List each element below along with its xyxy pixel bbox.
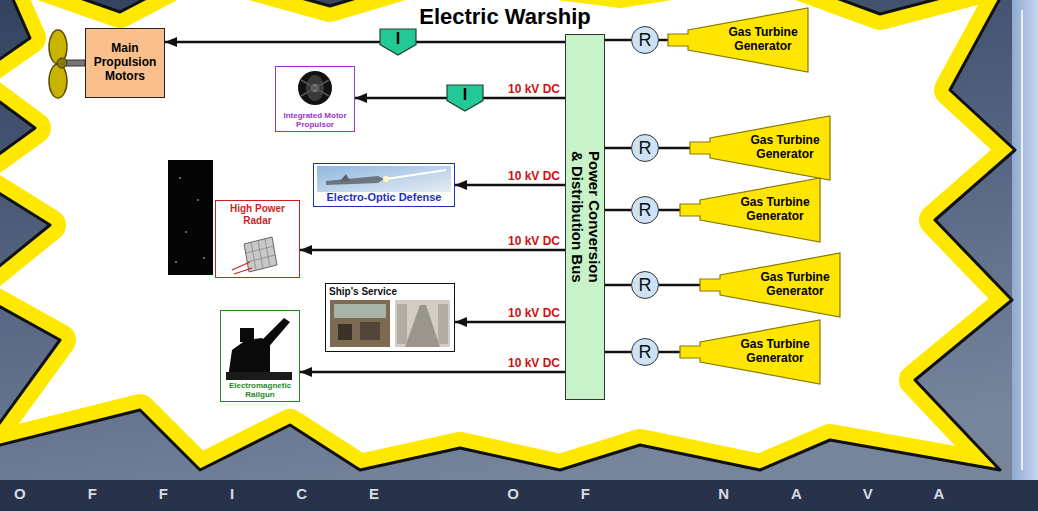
shape-outline (700, 253, 840, 317)
rectifier-symbol: R (631, 338, 659, 366)
node-text: R (639, 343, 652, 361)
ship-service-picture (325, 283, 455, 352)
diagram-title: Electric Warship (405, 4, 605, 30)
watermark-text: OFFICE OF NAVA (14, 485, 1006, 503)
node-text: I (447, 85, 483, 106)
power-line (455, 321, 565, 324)
power-line (659, 39, 668, 42)
ship-service-panel: Ship's Service (325, 283, 455, 352)
node-text: Gas Turbine Generator (732, 320, 818, 384)
node-text: Integrated Motor Propulsor (279, 111, 351, 129)
inverter-symbol: I (447, 85, 483, 111)
generator-shape: Gas Turbine Generator (690, 116, 830, 180)
generator-shape: Gas Turbine Generator (668, 8, 808, 72)
node-text: Electromagnetic Railgun (224, 381, 296, 399)
power-line (355, 97, 447, 100)
node-text: Electro-Optic Defense (317, 191, 451, 204)
node-text: R (639, 201, 652, 219)
power-line (605, 39, 631, 42)
node-text: I (380, 29, 416, 50)
power-line (605, 209, 631, 212)
power-line (300, 371, 565, 374)
voltage-label: 10 kV DC (506, 234, 562, 248)
rectifier-symbol: R (631, 26, 659, 54)
power-line (659, 209, 680, 212)
node-text: R (639, 139, 652, 157)
node-text: Gas Turbine Generator (752, 253, 838, 317)
propeller (49, 30, 85, 98)
power-line (605, 284, 631, 287)
inverter-symbol: I (380, 29, 416, 55)
power-line (483, 97, 565, 100)
node-text: Gas Turbine Generator (742, 116, 828, 180)
shape-outline (680, 320, 820, 384)
footer-band (0, 480, 1038, 511)
propulsor-picture (275, 66, 355, 132)
power-line (659, 351, 680, 354)
node-text: Main Propulsion Motors (88, 42, 162, 83)
starburst-outline (0, 0, 1015, 470)
shape-outline (380, 29, 416, 55)
starburst-fill (0, 0, 1015, 470)
radar-panel: High Power Radar (215, 200, 300, 278)
generator-shape: Gas Turbine Generator (700, 253, 840, 317)
node-text: Power Conversion & Distribution Bus (569, 146, 602, 288)
node-text: Ship's Service (329, 286, 451, 298)
motor-propulsor-panel: Integrated Motor Propulsor (275, 66, 355, 132)
rectifier-symbol: R (631, 196, 659, 224)
shape-outline (668, 8, 808, 72)
side-panel-line (1021, 10, 1023, 470)
node-text: High Power Radar (219, 203, 296, 226)
node-text: Gas Turbine Generator (732, 178, 818, 242)
starburst-band (0, 0, 1015, 470)
power-line (416, 41, 565, 44)
node-text: Gas Turbine Generator (720, 8, 806, 72)
railgun-panel: Electromagnetic Railgun (220, 310, 300, 402)
power-line (605, 351, 631, 354)
generator-shape: Gas Turbine Generator (680, 320, 820, 384)
rectifier-symbol: R (631, 271, 659, 299)
power-line (659, 147, 690, 150)
electro-optic-panel: Electro-Optic Defense (313, 163, 455, 207)
propulsion-motor-box: Main Propulsion Motors (85, 28, 165, 98)
generator-shape: Gas Turbine Generator (680, 178, 820, 242)
power-line (165, 41, 380, 44)
shape-outline (680, 178, 820, 242)
power-line (659, 284, 700, 287)
railgun-picture (220, 310, 300, 402)
power-line (455, 184, 565, 187)
power-line (300, 249, 565, 252)
radar-picture (168, 160, 300, 278)
shape-outline (690, 116, 830, 180)
side-panel (1012, 0, 1038, 480)
electro-optic-picture (313, 163, 455, 207)
node-text: R (639, 276, 652, 294)
distribution-bus: Power Conversion & Distribution Bus (565, 34, 605, 400)
voltage-label: 10 kV DC (506, 356, 562, 370)
shape-outline (447, 85, 483, 111)
voltage-label: 10 kV DC (506, 169, 562, 183)
voltage-label: 10 kV DC (506, 82, 562, 96)
node-text: R (639, 31, 652, 49)
voltage-label: 10 kV DC (506, 306, 562, 320)
rectifier-symbol: R (631, 134, 659, 162)
power-line (605, 147, 631, 150)
